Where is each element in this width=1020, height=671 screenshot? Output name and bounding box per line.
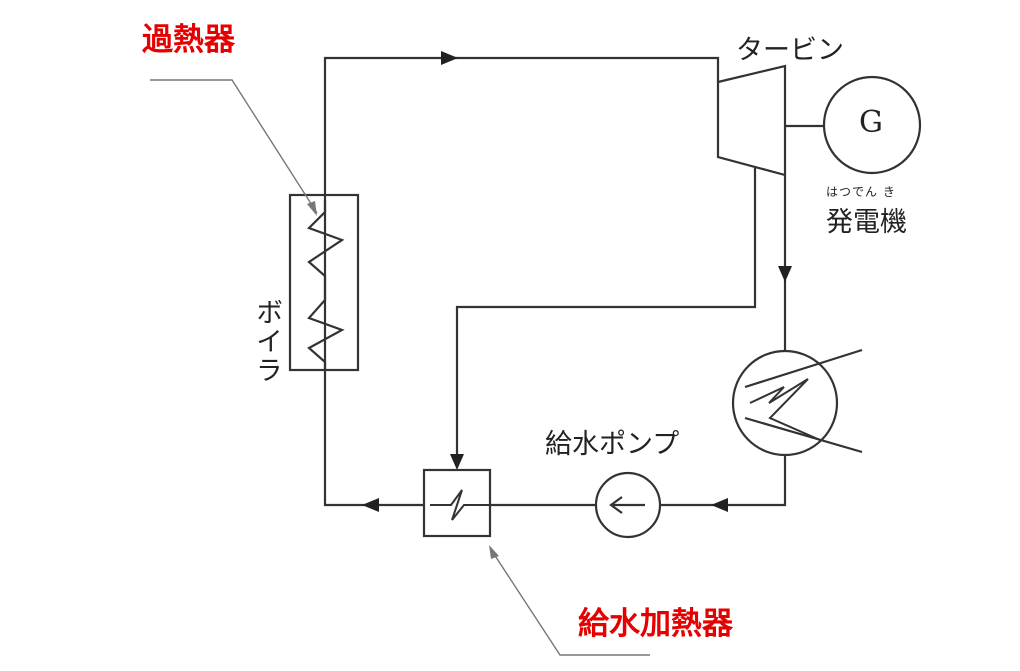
superheater-label: 過熱器 — [142, 22, 235, 58]
feed-pump-arrow-head — [609, 496, 623, 514]
generator-ruby: はつでん き — [826, 185, 896, 199]
generator-symbol: G — [859, 105, 883, 140]
boiler-label: ボイラ — [251, 298, 282, 385]
heater-to-boiler-line — [323, 497, 424, 507]
condensate-line — [660, 455, 787, 507]
extraction-arrow — [450, 454, 464, 470]
feed-pump-circle — [594, 471, 662, 539]
flow-arrow-bottom-right — [711, 498, 728, 512]
feedwater-heater-leader-line — [489, 547, 650, 656]
generator-label: 発電機 — [826, 207, 907, 238]
flow-arrow-top — [441, 51, 458, 65]
generator-circle — [822, 75, 922, 175]
condenser-circle — [731, 349, 839, 457]
superheater-leader-line — [150, 79, 318, 214]
condenser-coolant-line-top — [744, 348, 863, 389]
flow-arrow-bottom-left — [362, 498, 379, 512]
condenser-coolant-line-bottom — [744, 416, 863, 454]
flow-arrow-down — [778, 266, 792, 282]
superheater-leader-arrowhead — [307, 201, 317, 216]
superheater-coil — [307, 200, 345, 370]
feedwater-heater-coil — [430, 489, 490, 521]
turbine-label: タービン — [736, 35, 844, 66]
feedwater-heater-leader-arrowhead — [489, 545, 499, 559]
extraction-line — [455, 168, 757, 462]
feed-pump-label: 給水ポンプ — [545, 429, 680, 460]
turbine-shape — [716, 64, 787, 177]
condenser-coil — [749, 378, 821, 441]
feedwater-heater-label: 給水加熱器 — [578, 606, 733, 642]
